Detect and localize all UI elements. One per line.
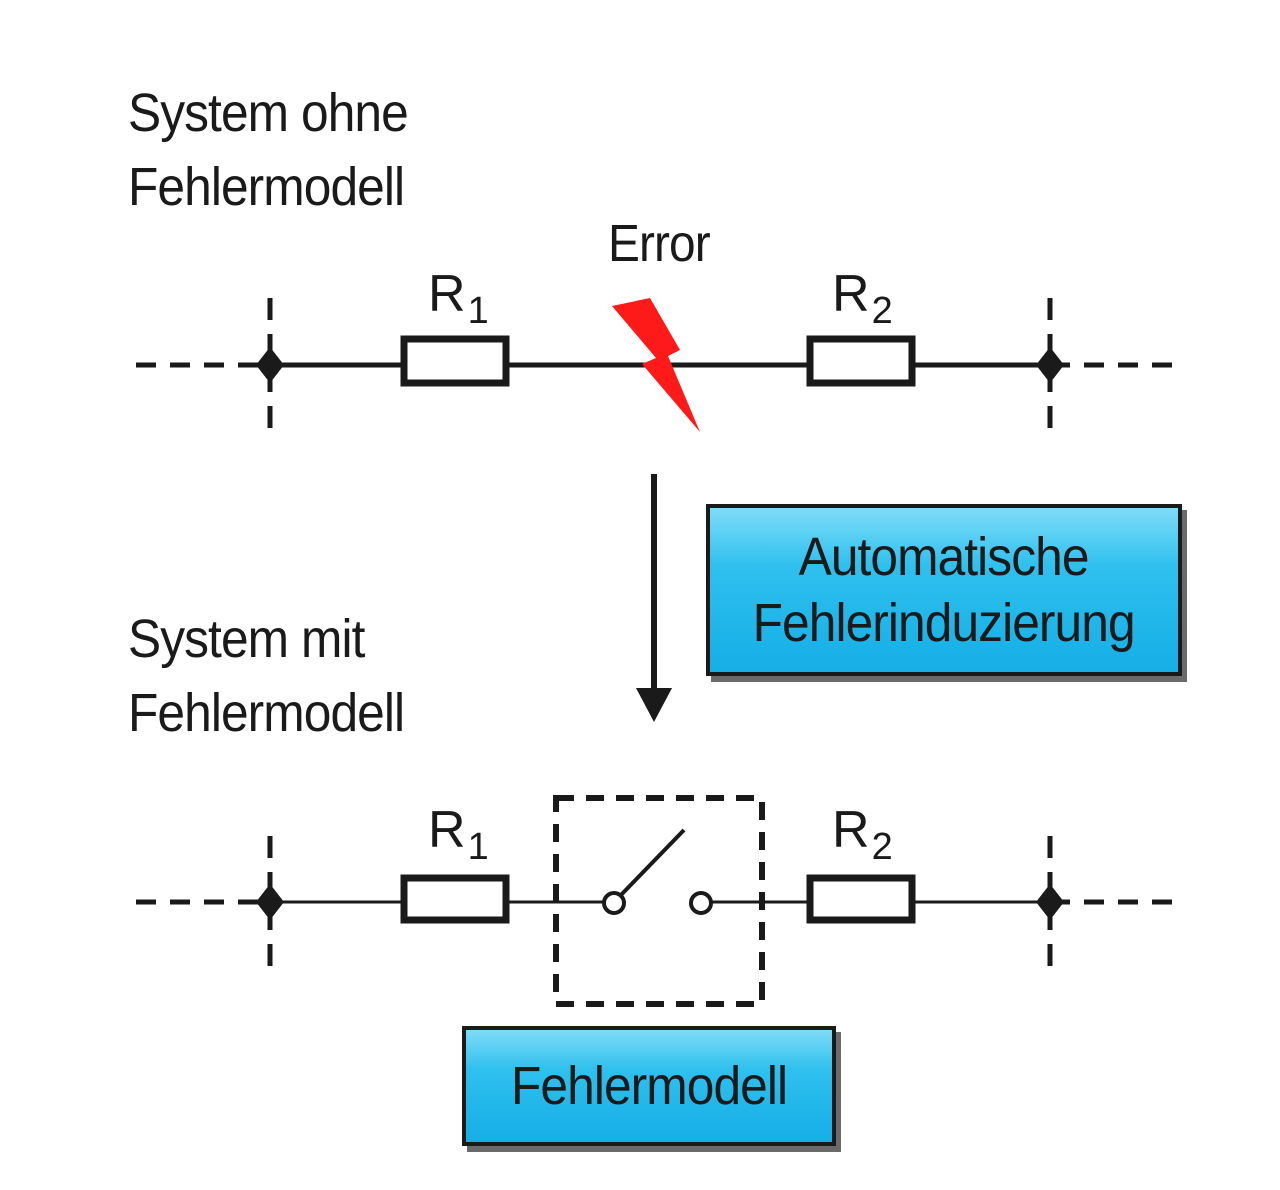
- top-r2-letter: R: [832, 265, 870, 323]
- fault-model-label: Fehlermodell: [510, 1056, 788, 1116]
- top-r1-subscript: 1: [467, 290, 489, 332]
- fault-model-box: Fehlermodell: [462, 1026, 836, 1146]
- automatic-fault-injection-box: Automatische Fehlerinduzierung: [706, 504, 1182, 676]
- bottom-r1-letter: R: [428, 801, 466, 859]
- transformation-arrow: [636, 474, 672, 722]
- bottom-r2-letter: R: [832, 801, 870, 859]
- top-circuit: [136, 298, 1186, 434]
- top-resistor-r2: [806, 335, 916, 387]
- top-right-node: [1036, 347, 1064, 383]
- top-r2-label: R2: [832, 264, 893, 341]
- top-left-node: [256, 347, 284, 383]
- lightning-bolt-icon: [612, 298, 700, 432]
- heading-top-line1: System ohne: [128, 83, 409, 143]
- top-r1-letter: R: [428, 265, 466, 323]
- heading-bottom-line1: System mit: [128, 609, 365, 669]
- bottom-right-node: [1036, 884, 1064, 920]
- bottom-r2-subscript: 2: [871, 826, 893, 868]
- bottom-left-node: [256, 884, 284, 920]
- bottom-r1-label: R1: [428, 800, 489, 877]
- bottom-resistor-r1: [400, 874, 510, 924]
- bottom-r2-label: R2: [832, 800, 893, 877]
- heading-top-line2: Fehlermodell: [128, 157, 405, 217]
- open-switch-icon: [602, 828, 713, 915]
- heading-system-without-model: System ohne Fehlermodell: [128, 76, 409, 224]
- injection-line2: Fehlerinduzierung: [752, 593, 1136, 653]
- fault-model-boundary: [553, 795, 765, 1007]
- top-resistor-r1: [400, 335, 510, 387]
- top-r2-subscript: 2: [871, 290, 893, 332]
- heading-system-with-model: System mit Fehlermodell: [128, 602, 405, 750]
- injection-line1: Automatische: [799, 527, 1090, 587]
- arrow-head: [636, 688, 672, 722]
- bottom-resistor-r2: [806, 874, 916, 924]
- bottom-circuit: [136, 795, 1186, 1007]
- heading-bottom-line2: Fehlermodell: [128, 683, 405, 743]
- error-label: Error: [608, 215, 711, 273]
- bottom-r1-subscript: 1: [467, 826, 489, 868]
- top-r1-label: R1: [428, 264, 489, 341]
